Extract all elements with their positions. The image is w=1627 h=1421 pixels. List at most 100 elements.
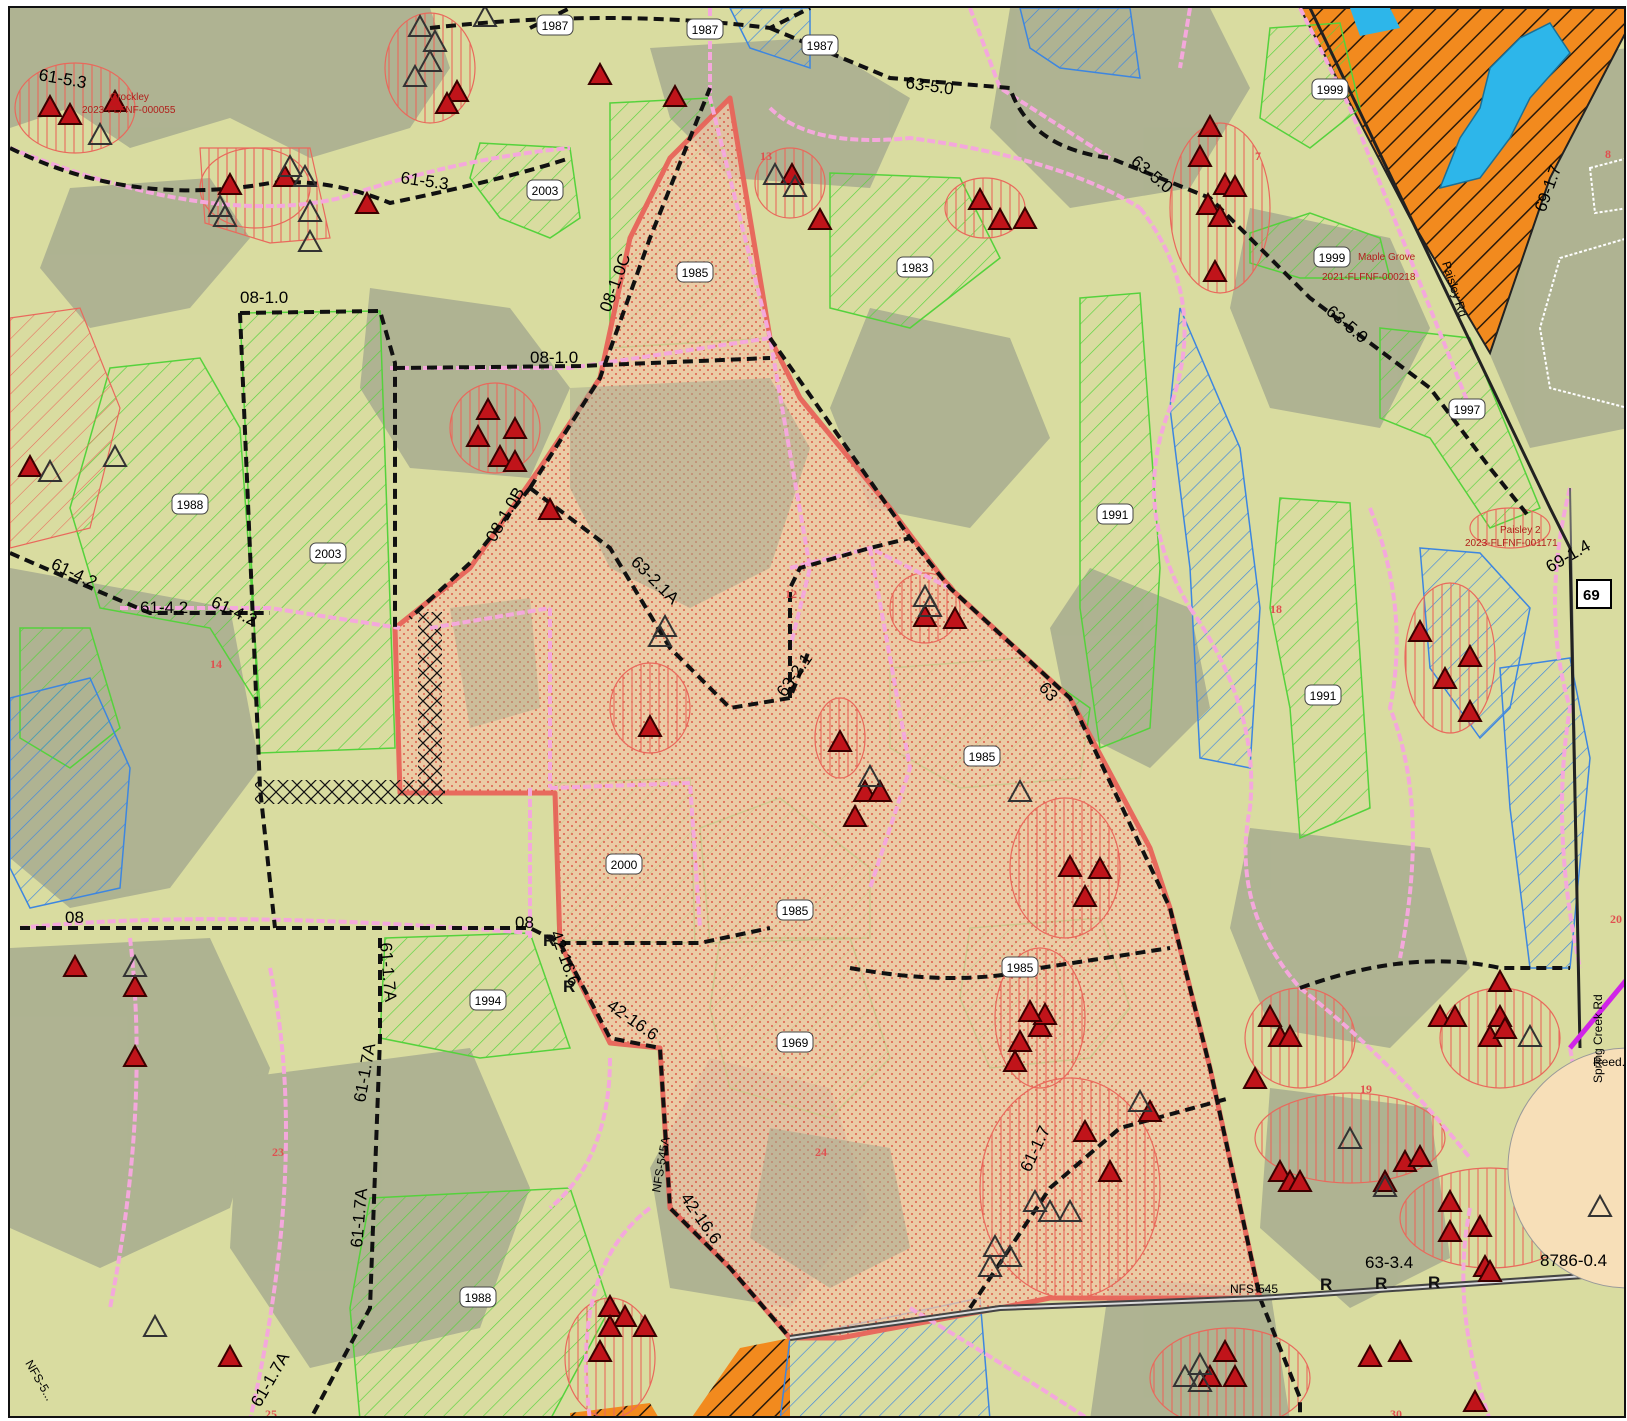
red-triangle-icon[interactable] xyxy=(1242,1065,1268,1089)
open-triangle-icon[interactable] xyxy=(782,173,808,197)
red-triangle-icon[interactable] xyxy=(1197,113,1223,137)
red-triangle-icon[interactable] xyxy=(1407,1143,1433,1167)
red-triangle-icon[interactable] xyxy=(1432,665,1458,689)
red-triangle-icon[interactable] xyxy=(1027,1013,1053,1037)
red-triangle-icon[interactable] xyxy=(217,1343,243,1367)
open-triangle-icon[interactable] xyxy=(762,161,788,185)
red-triangle-icon[interactable] xyxy=(502,415,528,439)
red-triangle-icon[interactable] xyxy=(1187,143,1213,167)
red-triangle-icon[interactable] xyxy=(444,78,470,102)
red-triangle-icon[interactable] xyxy=(987,206,1013,230)
open-triangle-icon[interactable] xyxy=(1587,1193,1613,1217)
open-triangle-icon[interactable] xyxy=(407,13,433,37)
red-triangle-icon[interactable] xyxy=(1457,698,1483,722)
red-triangle-icon[interactable] xyxy=(1257,1003,1283,1027)
red-triangle-icon[interactable] xyxy=(502,448,528,472)
red-triangle-icon[interactable] xyxy=(1007,1028,1033,1052)
red-triangle-icon[interactable] xyxy=(1012,205,1038,229)
red-triangle-icon[interactable] xyxy=(122,973,148,997)
open-triangle-icon[interactable] xyxy=(1127,1088,1153,1112)
open-triangle-icon[interactable] xyxy=(1022,1188,1048,1212)
red-triangle-icon[interactable] xyxy=(465,423,491,447)
open-triangle-icon[interactable] xyxy=(1337,1125,1363,1149)
red-triangle-icon[interactable] xyxy=(1427,1003,1453,1027)
red-triangle-icon[interactable] xyxy=(587,61,613,85)
red-triangle-icon[interactable] xyxy=(1057,853,1083,877)
red-triangle-icon[interactable] xyxy=(1357,1343,1383,1367)
red-triangle-icon[interactable] xyxy=(1457,643,1483,667)
red-triangle-icon[interactable] xyxy=(122,1043,148,1067)
open-triangle-icon[interactable] xyxy=(647,623,673,647)
red-triangle-icon[interactable] xyxy=(867,778,893,802)
red-triangle-icon[interactable] xyxy=(1492,1015,1518,1039)
red-triangle-icon[interactable] xyxy=(1467,1213,1493,1237)
red-triangle-icon[interactable] xyxy=(827,728,853,752)
red-triangle-icon[interactable] xyxy=(1207,203,1233,227)
map-canvas[interactable]: 61-5.3 61-5.3 08-1.0 08-1.0 08-1.0C 08-1… xyxy=(10,8,1626,1418)
open-triangle-icon[interactable] xyxy=(857,763,883,787)
open-triangle-icon[interactable] xyxy=(1187,1351,1213,1375)
open-triangle-icon[interactable] xyxy=(917,593,943,617)
open-triangle-icon[interactable] xyxy=(297,228,323,252)
red-triangle-icon[interactable] xyxy=(807,206,833,230)
red-triangle-icon[interactable] xyxy=(662,83,688,107)
red-triangle-icon[interactable] xyxy=(632,1313,658,1337)
open-triangle-icon[interactable] xyxy=(297,198,323,222)
red-triangle-icon[interactable] xyxy=(57,101,83,125)
red-triangle-icon[interactable] xyxy=(852,778,878,802)
red-triangle-icon[interactable] xyxy=(1017,998,1043,1022)
red-triangle-icon[interactable] xyxy=(597,1313,623,1337)
red-triangle-icon[interactable] xyxy=(217,171,243,195)
red-triangle-icon[interactable] xyxy=(434,90,460,114)
red-triangle-icon[interactable] xyxy=(1287,1168,1313,1192)
open-triangle-icon[interactable] xyxy=(472,8,498,27)
red-triangle-icon[interactable] xyxy=(1195,191,1221,215)
open-triangle-icon[interactable] xyxy=(87,121,113,145)
red-triangle-icon[interactable] xyxy=(1477,1258,1503,1282)
open-triangle-icon[interactable] xyxy=(1517,1023,1543,1047)
red-triangle-icon[interactable] xyxy=(1222,173,1248,197)
open-triangle-icon[interactable] xyxy=(292,163,318,187)
red-triangle-icon[interactable] xyxy=(537,496,563,520)
red-triangle-icon[interactable] xyxy=(1222,1363,1248,1387)
open-triangle-icon[interactable] xyxy=(997,1243,1023,1267)
red-triangles-layer[interactable] xyxy=(17,61,1518,1412)
red-triangle-icon[interactable] xyxy=(1407,618,1433,642)
red-triangle-icon[interactable] xyxy=(1387,1338,1413,1362)
open-triangle-icon[interactable] xyxy=(102,443,128,467)
red-triangle-icon[interactable] xyxy=(102,88,128,112)
red-triangle-icon[interactable] xyxy=(1072,1118,1098,1142)
red-triangle-icon[interactable] xyxy=(1087,855,1113,879)
open-triangle-icon[interactable] xyxy=(37,458,63,482)
open-triangle-icon[interactable] xyxy=(1187,1368,1213,1392)
red-triangle-icon[interactable] xyxy=(1442,1003,1468,1027)
open-triangle-icon[interactable] xyxy=(122,953,148,977)
open-triangle-icon[interactable] xyxy=(1037,1198,1063,1222)
red-triangle-icon[interactable] xyxy=(637,713,663,737)
red-triangle-icon[interactable] xyxy=(487,443,513,467)
red-triangle-icon[interactable] xyxy=(354,190,380,214)
red-triangle-icon[interactable] xyxy=(1202,258,1228,282)
red-triangle-icon[interactable] xyxy=(1267,1158,1293,1182)
open-triangle-icon[interactable] xyxy=(142,1313,168,1337)
red-triangle-icon[interactable] xyxy=(587,1338,613,1362)
red-triangle-icon[interactable] xyxy=(17,453,43,477)
open-triangle-icon[interactable] xyxy=(1172,1363,1198,1387)
open-triangles-layer[interactable] xyxy=(37,8,1613,1392)
red-triangle-icon[interactable] xyxy=(1212,1338,1238,1362)
open-triangle-icon[interactable] xyxy=(212,203,238,227)
red-triangle-icon[interactable] xyxy=(475,396,501,420)
red-triangle-icon[interactable] xyxy=(1437,1218,1463,1242)
open-triangle-icon[interactable] xyxy=(1057,1198,1083,1222)
open-triangle-icon[interactable] xyxy=(402,63,428,87)
open-triangle-icon[interactable] xyxy=(277,153,303,177)
red-triangle-icon[interactable] xyxy=(1487,968,1513,992)
red-triangle-icon[interactable] xyxy=(37,93,63,117)
red-triangle-icon[interactable] xyxy=(1097,1158,1123,1182)
red-triangle-icon[interactable] xyxy=(1072,883,1098,907)
open-triangle-icon[interactable] xyxy=(1372,1173,1398,1197)
open-triangle-icon[interactable] xyxy=(422,28,448,52)
open-triangle-icon[interactable] xyxy=(982,1233,1008,1257)
red-triangle-icon[interactable] xyxy=(1437,1188,1463,1212)
red-triangle-icon[interactable] xyxy=(1277,1023,1303,1047)
